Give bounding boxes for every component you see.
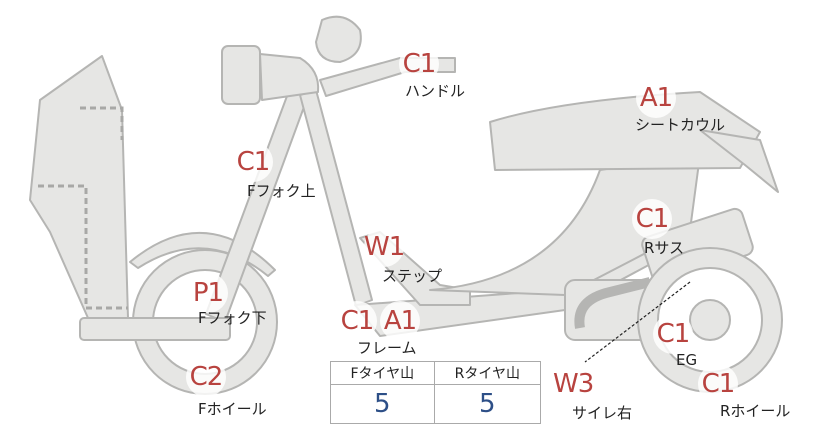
seat [489,91,761,171]
badge-front-wheel: C2 [186,357,226,397]
label-front-wheel: Fホイール [198,400,267,418]
label-side-cover: サイレ右 [572,404,633,422]
badge-seat-cowl: A1 [636,78,676,118]
badge-front-fork-lower: P1 [188,273,228,313]
label-step: ステップ [382,267,443,285]
label-frame: フレーム [357,339,417,357]
mirror [315,15,362,63]
label-front-fork-lower: Fフォク下 [198,309,267,327]
badge-rear-wheel: C1 [698,364,738,404]
badge-rear-suspension: C1 [632,199,672,239]
value-front-tire: 5 [330,384,435,424]
label-rear-suspension: Rサス [644,239,685,257]
label-engine: EG [676,351,698,369]
badge-handle: C1 [399,44,439,84]
headlight [221,45,261,105]
label-seat-cowl: シートカウル [635,116,726,134]
badge-frame-a: A1 [380,301,420,341]
badge-front-fork-upper: C1 [233,142,273,182]
tire-tread-table: Fタイヤ山 Rタイヤ山 5 5 [330,361,542,424]
value-rear-tire: 5 [433,384,542,424]
badge-side-cover: W3 [553,364,594,404]
header-rear-tire: Rタイヤ山 [433,361,542,385]
badge-step: W1 [364,227,405,267]
label-front-fork-upper: Fフォク上 [247,182,316,200]
header-front-tire: Fタイヤ山 [330,361,435,385]
label-handle: ハンドル [405,82,466,100]
badge-engine: C1 [653,314,693,354]
label-rear-wheel: Rホイール [720,402,791,420]
badge-frame-c: C1 [337,301,377,341]
